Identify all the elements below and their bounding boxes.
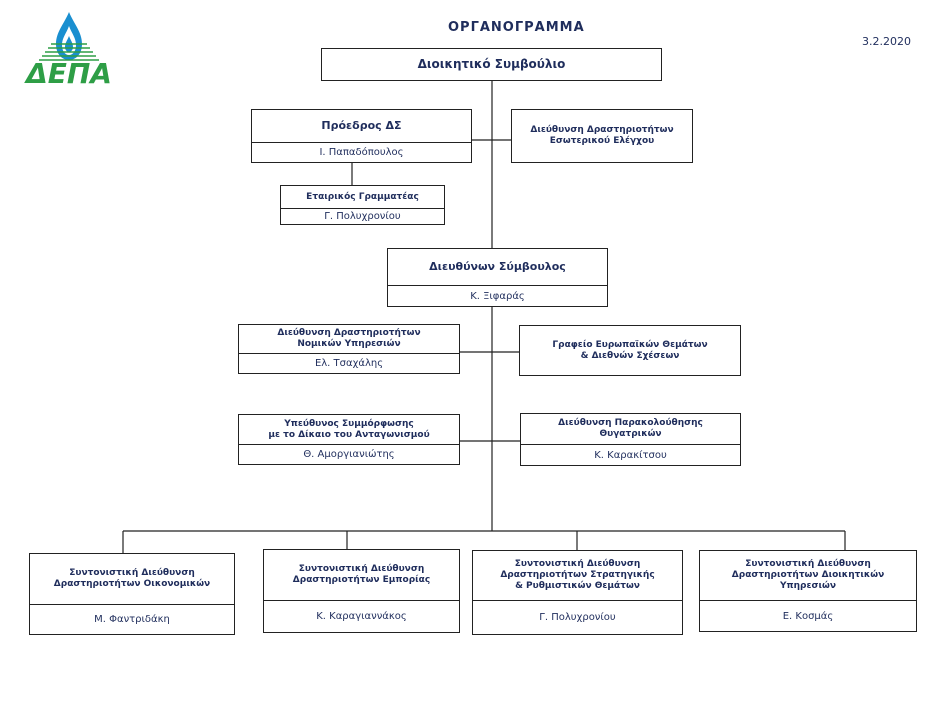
compliance-name: Θ. Αμοργιανιώτης [239,444,459,464]
admin-title: Συντονιστική Διεύθυνση Δραστηριοτήτων Δι… [731,559,885,591]
commerce-box: Συντονιστική Διεύθυνση Δραστηριοτήτων Εμ… [263,549,460,633]
admin-box: Συντονιστική Διεύθυνση Δραστηριοτήτων Δι… [699,550,917,632]
internal-audit-box: Διεύθυνση Δραστηριοτήτων Εσωτερικού Ελέγ… [511,109,693,163]
finance-title: Συντονιστική Διεύθυνση Δραστηριοτήτων Οι… [53,568,211,589]
subsidiaries-title: Διεύθυνση Παρακολούθησης Θυγατρικών [558,418,703,439]
chairman-box: Πρόεδρος ΔΣ Ι. Παπαδόπουλος [251,109,472,163]
internal-audit-title: Διεύθυνση Δραστηριοτήτων Εσωτερικού Ελέγ… [530,125,674,146]
secretary-title: Εταιρικός Γραμματέας [306,191,419,202]
commerce-title: Συντονιστική Διεύθυνση Δραστηριοτήτων Εμ… [292,564,431,585]
strategy-box: Συντονιστική Διεύθυνση Δραστηριοτήτων Στ… [472,550,683,635]
ceo-name: Κ. Ξιφαράς [388,285,607,306]
strategy-name: Γ. Πολυχρονίου [473,600,682,634]
admin-name: Ε. Κοσμάς [700,600,916,631]
legal-title: Διεύθυνση Δραστηριοτήτων Νομικών Υπηρεσι… [277,328,421,349]
strategy-title: Συντονιστική Διεύθυνση Δραστηριοτήτων Στ… [500,559,655,591]
commerce-name: Κ. Καραγιαννάκος [264,600,459,632]
european-affairs-box: Γραφείο Ευρωπαϊκών Θεμάτων & Διεθνών Σχέ… [519,325,741,376]
subsidiaries-box: Διεύθυνση Παρακολούθησης Θυγατρικών Κ. Κ… [520,413,741,466]
compliance-title: Υπεύθυνος Συμμόρφωσης με το Δίκαιο του Α… [268,418,430,440]
document-date: 3.2.2020 [862,35,911,48]
legal-box: Διεύθυνση Δραστηριοτήτων Νομικών Υπηρεσι… [238,324,460,374]
secretary-name: Γ. Πολυχρονίου [281,208,444,224]
chairman-name: Ι. Παπαδόπουλος [252,142,471,162]
depa-logo-icon [39,12,99,61]
board-box: Διοικητικό Συμβούλιο [321,48,662,81]
chairman-title: Πρόεδρος ΔΣ [321,119,402,133]
page-title: ΟΡΓΑΝΟΓΡΑΜΜΑ [448,20,585,35]
logo-wordmark: ΔΕΠΑ [26,57,112,90]
subsidiaries-name: Κ. Καρακίτσου [521,444,740,465]
finance-box: Συντονιστική Διεύθυνση Δραστηριοτήτων Οι… [29,553,235,635]
board-title: Διοικητικό Συμβούλιο [417,57,566,72]
ceo-title: Διευθύνων Σύμβουλος [429,260,566,274]
finance-name: Μ. Φαντριδάκη [30,604,234,634]
legal-name: Ελ. Τσαχάλης [239,353,459,373]
european-affairs-title: Γραφείο Ευρωπαϊκών Θεμάτων & Διεθνών Σχέ… [552,339,708,361]
secretary-box: Εταιρικός Γραμματέας Γ. Πολυχρονίου [280,185,445,225]
compliance-box: Υπεύθυνος Συμμόρφωσης με το Δίκαιο του Α… [238,414,460,465]
ceo-box: Διευθύνων Σύμβουλος Κ. Ξιφαράς [387,248,608,307]
